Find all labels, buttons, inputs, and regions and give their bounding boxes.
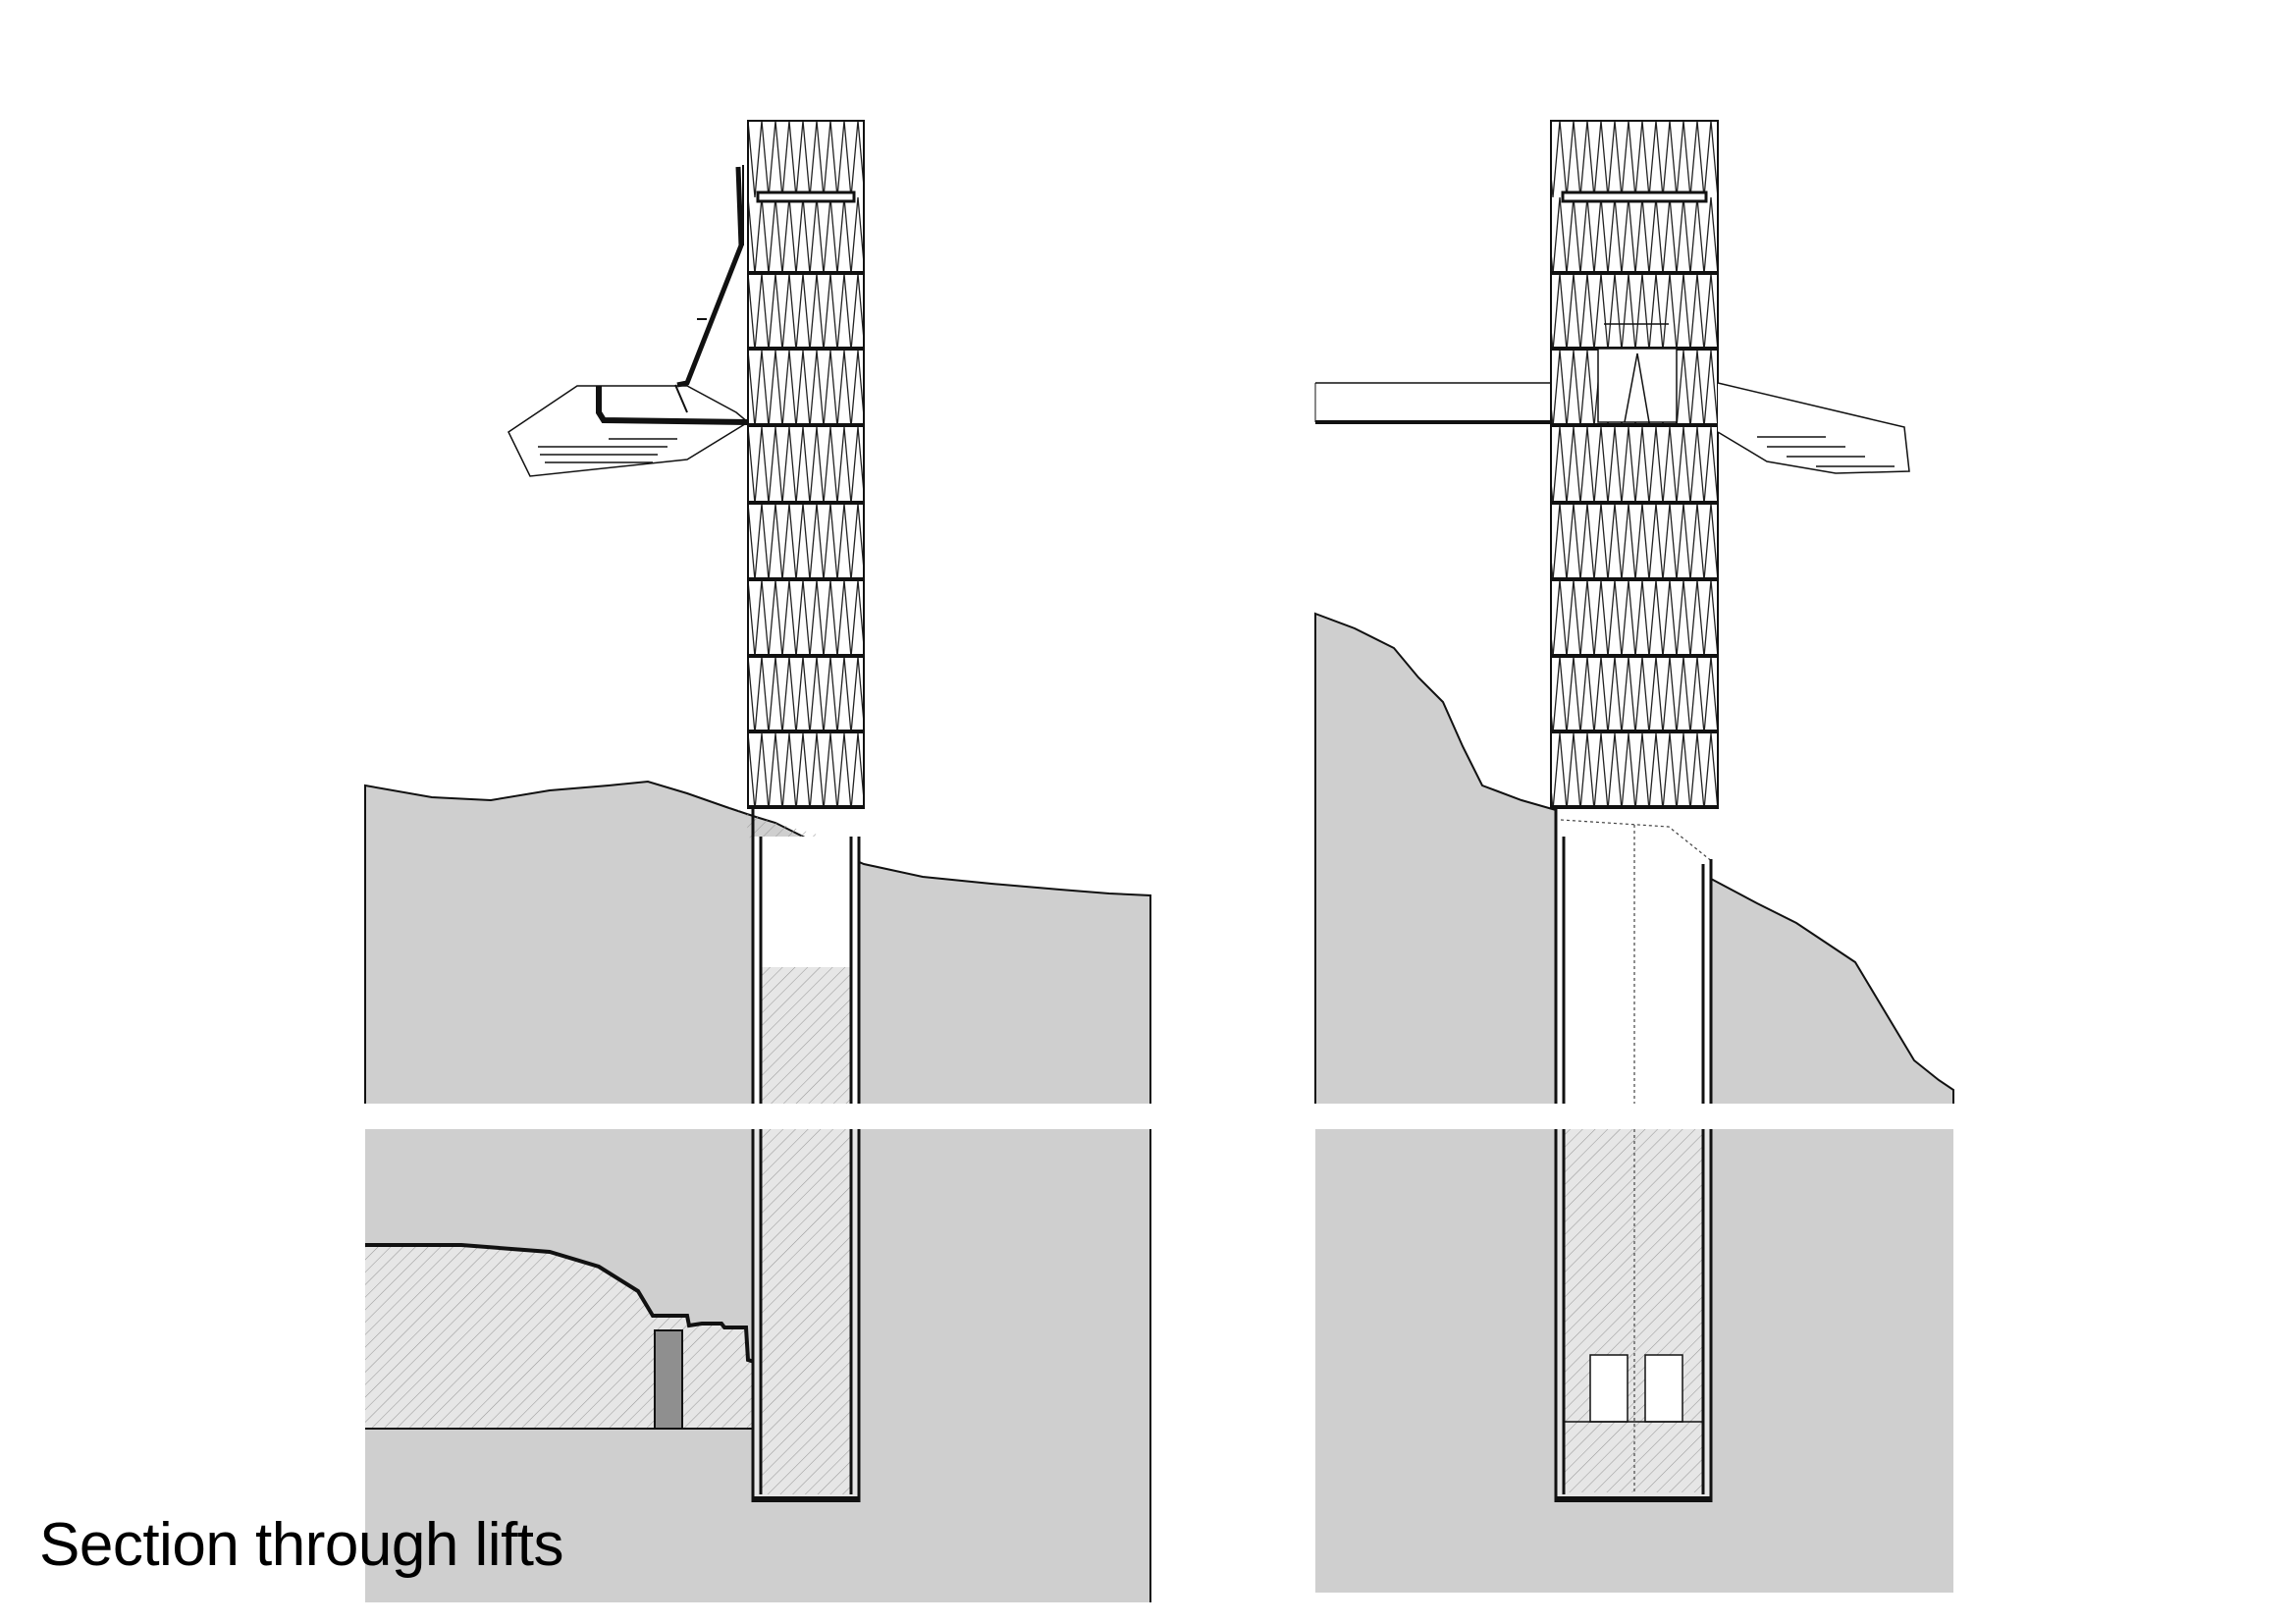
right-tower	[1550, 120, 1719, 809]
drawing-caption: Section through lifts	[39, 1511, 564, 1579]
right-lift-cars	[1589, 1354, 1683, 1423]
right-ground-upper	[1314, 612, 1557, 1106]
right-lift-cab	[1597, 323, 1678, 423]
left-viewing-platform	[507, 165, 750, 477]
right-ground-upper-slope	[1710, 877, 1954, 1106]
left-cavern-wall	[654, 1329, 683, 1430]
right-section	[1314, 120, 1954, 1593]
section-break	[353, 1104, 1963, 1129]
left-tower	[747, 120, 865, 809]
right-walkways	[1314, 382, 1910, 474]
right-shaft-void	[1556, 805, 1711, 1105]
left-section	[364, 120, 1151, 1602]
